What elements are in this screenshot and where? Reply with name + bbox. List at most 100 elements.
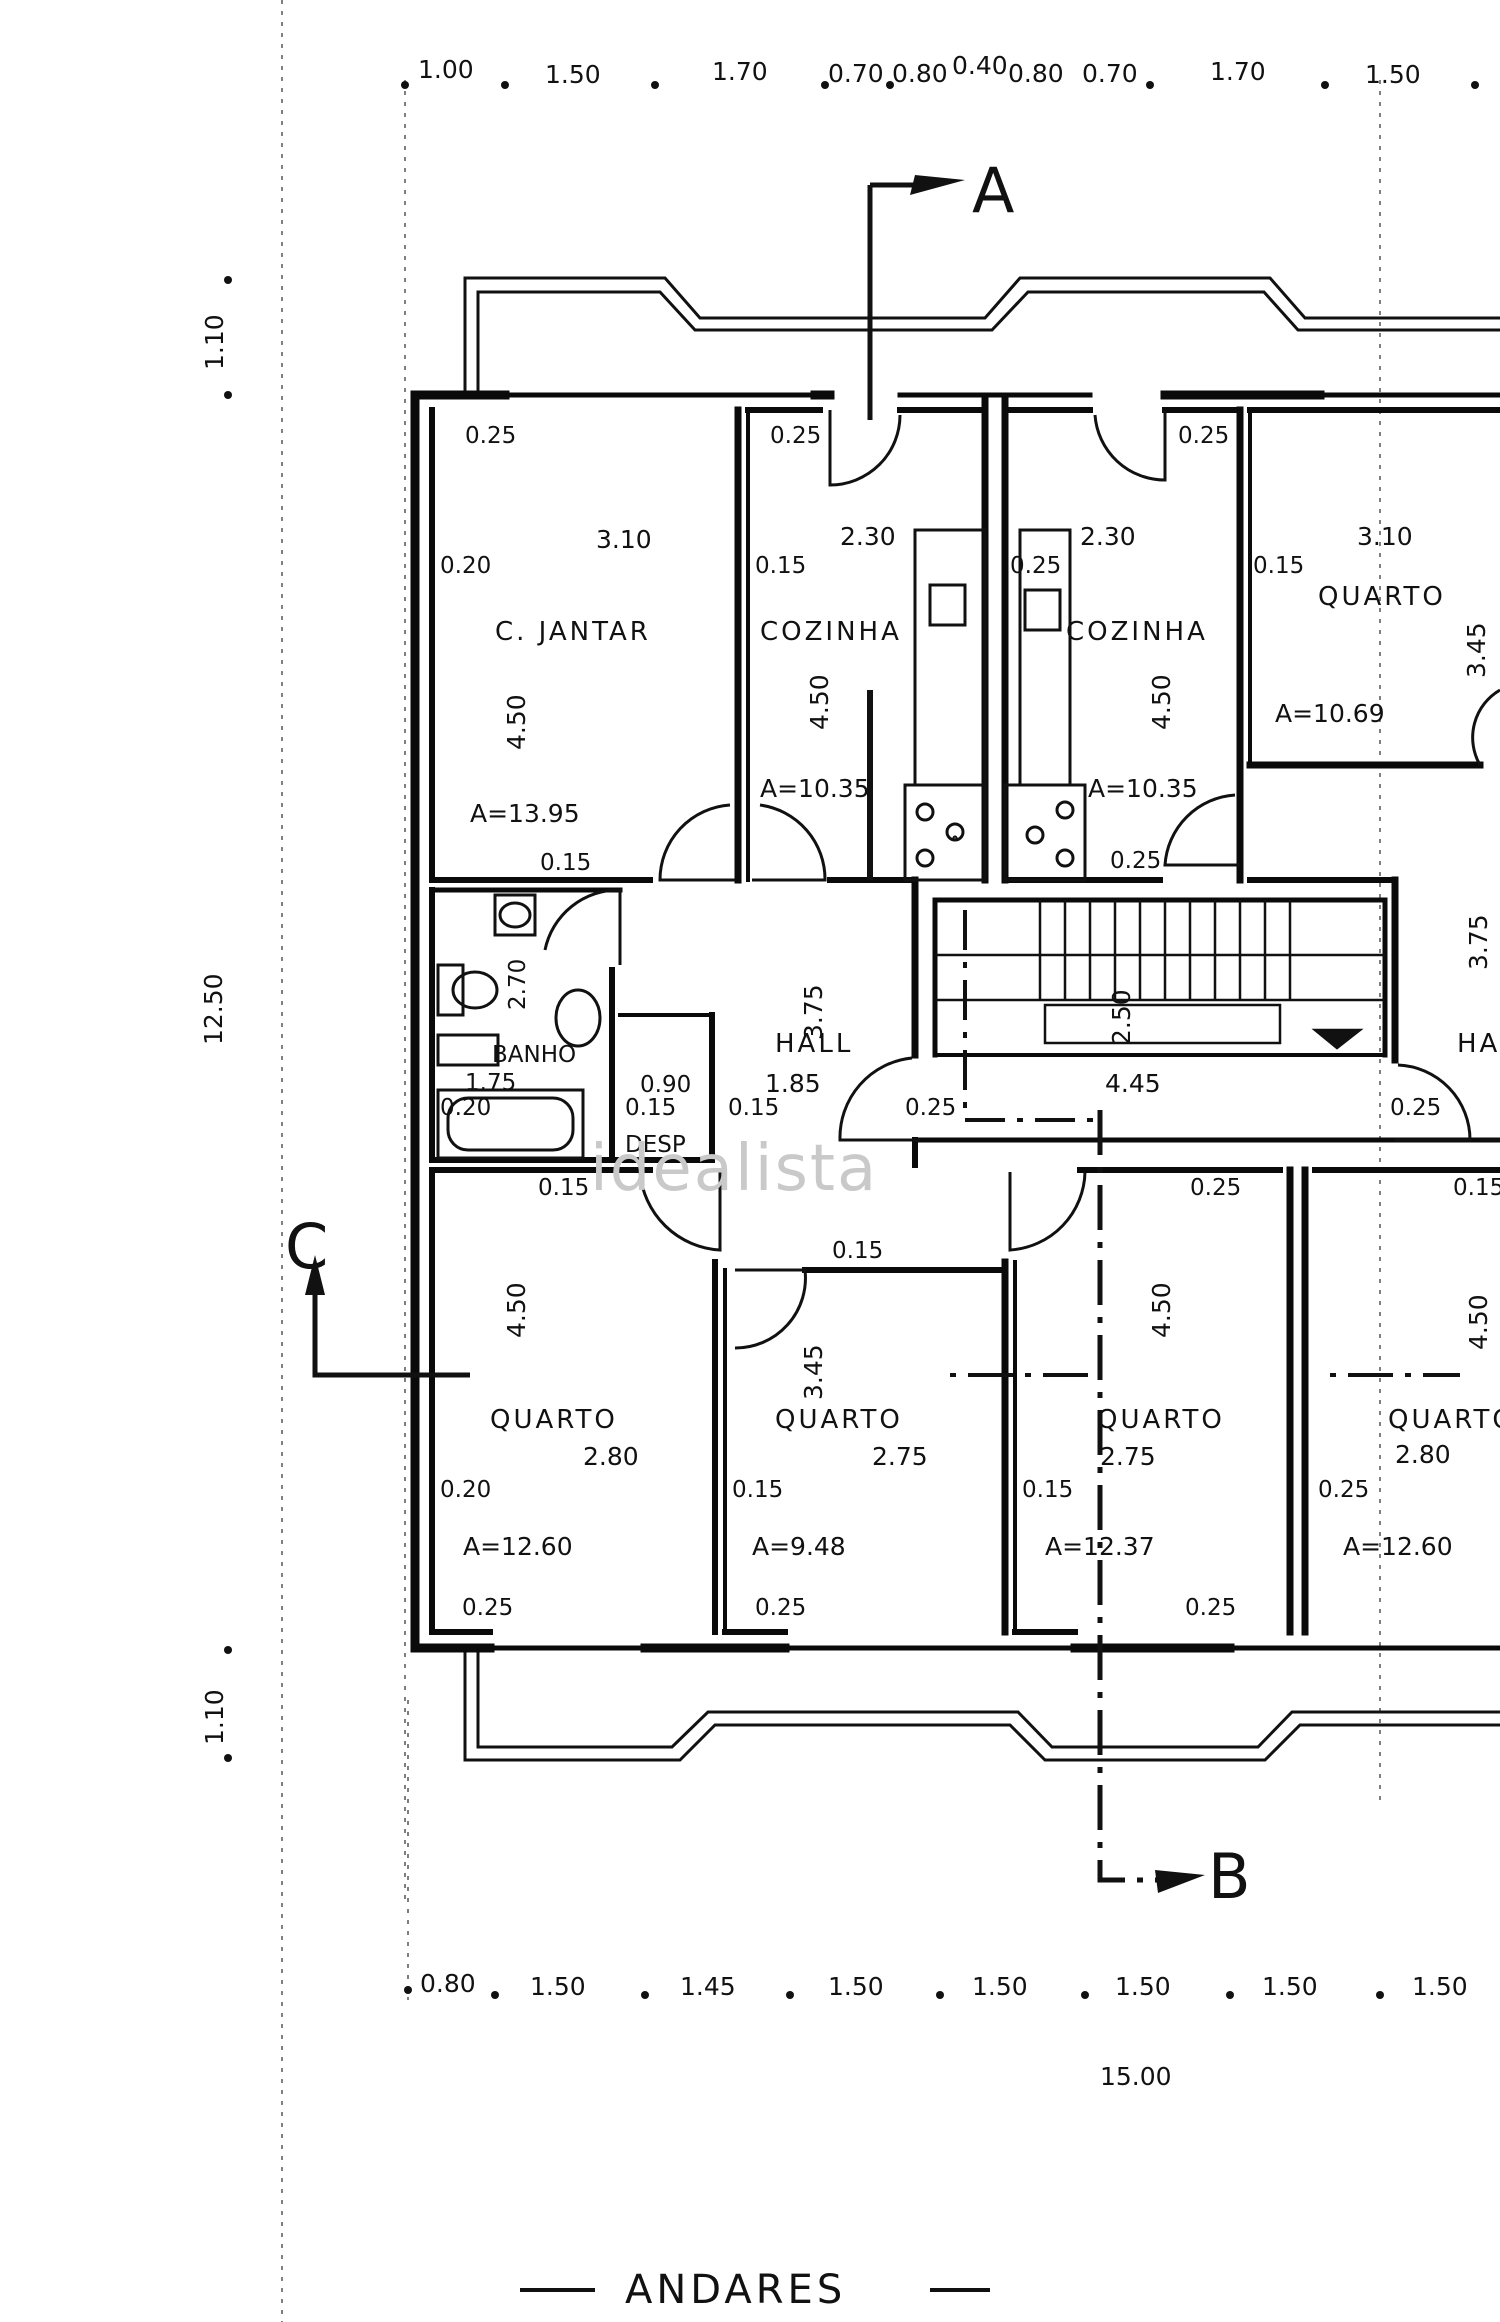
room-cozinha-left-wall-2: 0.15 <box>755 553 806 579</box>
room-quarto-3-width: 2.75 <box>1100 1442 1156 1471</box>
room-jantar-name: C. JANTAR <box>495 617 651 647</box>
room-banho-wall-1: 0.20 <box>440 1095 491 1121</box>
room-banho: BANHO 2.70 1.75 0.20 0.90 0.15 <box>440 959 691 1121</box>
dim-bottom-5: 1.50 <box>972 1972 1028 2001</box>
room-quarto-3-area: A=12.37 <box>1045 1532 1155 1561</box>
dim-bottom-4: 1.50 <box>828 1972 884 2001</box>
dim-top-7: 0.80 <box>1008 59 1064 88</box>
dim-bottom-3: 1.45 <box>680 1972 736 2001</box>
dim-bottom-8: 1.50 <box>1412 1972 1468 2001</box>
room-quarto-4: QUARTO 2.80 4.50 A=12.60 0.15 0.25 <box>1318 1175 1500 1561</box>
room-jantar-width: 3.10 <box>596 525 652 554</box>
room-cozinha-left-depth: 4.50 <box>805 674 834 730</box>
room-cozinha-right-wall-1: 0.25 <box>1178 423 1229 449</box>
room-quarto-4-depth: 4.50 <box>1464 1294 1493 1350</box>
section-c-label: C <box>285 1210 328 1283</box>
dim-left-2: 12.50 <box>199 973 228 1045</box>
room-jantar-wall-2: 0.20 <box>440 553 491 579</box>
room-jantar-area: A=13.95 <box>470 799 580 828</box>
staircase <box>935 900 1385 1050</box>
room-quarto-1-wall-2: 0.20 <box>440 1477 491 1503</box>
stair-core: 2.50 4.45 0.25 0.25 0.25 <box>905 989 1441 1201</box>
room-quarto-ne-width: 3.10 <box>1357 522 1413 551</box>
room-quarto-1-area: A=12.60 <box>463 1532 573 1561</box>
room-desp: DESP <box>625 1132 686 1158</box>
room-hall-name: HALL <box>775 1029 853 1059</box>
room-quarto-3-wall-1: 0.15 <box>1022 1477 1073 1503</box>
room-quarto-1-wall-1: 0.15 <box>538 1175 589 1201</box>
room-quarto-2: QUARTO 2.75 3.45 A=9.48 0.15 0.15 0.25 <box>732 1238 928 1621</box>
room-banho-depth: 2.70 <box>505 959 531 1010</box>
room-cozinha-right: COZINHA 2.30 4.50 A=10.35 0.25 0.25 0.25 <box>1010 423 1229 874</box>
dim-bottom-7: 1.50 <box>1262 1972 1318 2001</box>
dim-bottom-1: 0.80 <box>420 1969 476 1998</box>
dim-bottom-2: 1.50 <box>530 1972 586 2001</box>
room-hall-right-name: HA <box>1457 1029 1500 1059</box>
room-quarto-ne-area: A=10.69 <box>1275 699 1385 728</box>
room-jantar-wall-1: 0.25 <box>465 423 516 449</box>
dims-top: 1.00 1.50 1.70 0.70 0.80 0.40 0.80 0.70 … <box>418 51 1421 89</box>
room-jantar: C. JANTAR 3.10 4.50 A=13.95 0.25 0.20 0.… <box>440 423 652 876</box>
kitchen-fixtures <box>867 528 1087 882</box>
walls <box>410 390 1500 1653</box>
guide-lines <box>281 0 1381 2322</box>
room-cozinha-left-width: 2.30 <box>840 522 896 551</box>
room-quarto-2-wall-1: 0.15 <box>832 1238 883 1264</box>
room-quarto-4-area: A=12.60 <box>1343 1532 1453 1561</box>
room-quarto-ne-name: QUARTO <box>1318 582 1446 612</box>
dim-bottom-6: 1.50 <box>1115 1972 1171 2001</box>
room-quarto-2-width: 2.75 <box>872 1442 928 1471</box>
dim-top-1: 1.00 <box>418 55 474 84</box>
room-jantar-wall-3: 0.15 <box>540 850 591 876</box>
dim-top-6: 0.40 <box>952 51 1008 80</box>
room-banho-wall-2: 0.90 <box>640 1072 691 1098</box>
room-cozinha-left-name: COZINHA <box>760 617 902 647</box>
dim-left-1: 1.10 <box>200 314 229 370</box>
room-quarto-2-wall-3: 0.25 <box>755 1595 806 1621</box>
dim-left-3: 1.10 <box>200 1689 229 1745</box>
room-quarto-1-width: 2.80 <box>583 1442 639 1471</box>
balcony-outline <box>463 276 1500 1762</box>
room-cozinha-right-wall-2: 0.25 <box>1010 553 1061 579</box>
section-b-label: B <box>1208 1840 1251 1913</box>
stair-width: 4.45 <box>1105 1069 1161 1098</box>
stair-wall-2: 0.25 <box>1390 1095 1441 1121</box>
room-quarto-1-name: QUARTO <box>490 1405 618 1435</box>
dim-total-width: 15.00 <box>1100 2062 1172 2091</box>
room-hall-wall-1: 0.15 <box>728 1095 779 1121</box>
room-quarto-ne: QUARTO 3.10 3.45 A=10.69 0.15 <box>1253 522 1491 728</box>
room-cozinha-left-wall-1: 0.25 <box>770 423 821 449</box>
room-quarto-ne-wall-1: 0.15 <box>1253 553 1304 579</box>
door-swings <box>543 410 1500 1350</box>
stair-wall-1: 0.25 <box>905 1095 956 1121</box>
room-cozinha-right-width: 2.30 <box>1080 522 1136 551</box>
room-hall-depth: 3.75 <box>799 984 828 1040</box>
room-quarto-1-wall-3: 0.25 <box>462 1595 513 1621</box>
room-quarto-2-area: A=9.48 <box>752 1532 846 1561</box>
room-cozinha-right-name: COZINHA <box>1066 617 1208 647</box>
dimension-ticks <box>224 81 1479 1999</box>
room-cozinha-right-area: A=10.35 <box>1088 774 1198 803</box>
room-quarto-4-width: 2.80 <box>1395 1440 1451 1469</box>
room-quarto-3-wall-2: 0.25 <box>1185 1595 1236 1621</box>
room-quarto-3-depth: 4.50 <box>1147 1282 1176 1338</box>
stair-depth: 2.50 <box>1107 989 1136 1045</box>
room-jantar-depth: 4.50 <box>502 694 531 750</box>
room-hall-width: 1.85 <box>765 1069 821 1098</box>
room-quarto-3: QUARTO 2.75 4.50 A=12.37 0.15 0.25 <box>1022 1282 1236 1621</box>
dims-bottom: 0.80 1.50 1.45 1.50 1.50 1.50 1.50 1.50 … <box>420 1969 1468 2091</box>
dim-top-10: 1.50 <box>1365 60 1421 89</box>
room-cozinha-right-depth: 4.50 <box>1147 674 1176 730</box>
watermark: idealista <box>590 1132 878 1206</box>
dim-top-4: 0.70 <box>828 59 884 88</box>
room-quarto-1: QUARTO 2.80 4.50 A=12.60 0.15 0.20 0.25 <box>440 1175 639 1621</box>
dim-top-8: 0.70 <box>1082 59 1138 88</box>
room-quarto-2-wall-2: 0.15 <box>732 1477 783 1503</box>
room-cozinha-right-wall-3: 0.25 <box>1110 848 1161 874</box>
dim-top-9: 1.70 <box>1210 57 1266 86</box>
room-banho-wall-3: 0.15 <box>625 1095 676 1121</box>
room-hall-right-depth: 3.75 <box>1464 914 1493 970</box>
dim-top-3: 1.70 <box>712 57 768 86</box>
section-a-label: A <box>972 154 1014 227</box>
